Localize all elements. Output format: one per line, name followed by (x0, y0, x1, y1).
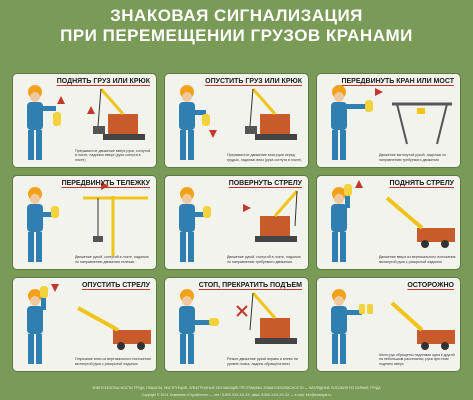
panel-caption: ПОДНЯТЬ СТРЕЛУ (389, 180, 454, 187)
panel-rotate-boom: ПОВЕРНУТЬ СТРЕЛУ Движение рукой, согнуто… (164, 175, 309, 270)
up-arrow-icon (57, 96, 65, 104)
panel-description: Прерывистое движение вверх руки, согнуто… (75, 148, 151, 162)
move-trolley-illustration (27, 182, 148, 262)
worker-figure (331, 184, 352, 262)
signal-grid: ПОДНЯТЬ ГРУЗ ИЛИ КРЮК Прерывистое движен… (12, 73, 462, 373)
panel-caption: ПЕРЕДВИНУТЬ КРАН ИЛИ МОСТ (341, 78, 454, 85)
panel-caption: ОСТОРОЖНО (407, 282, 454, 289)
crane-illustration (255, 190, 299, 242)
crane-illustration (93, 88, 145, 140)
panel-caption: СТОП, ПРЕКРАТИТЬ ПОДЪЕМ (198, 282, 302, 289)
panel-move-trolley: ПЕРЕДВИНУТЬ ТЕЛЕЖКУ Движение рукой, согн… (12, 175, 157, 270)
rotate-boom-illustration (179, 187, 299, 262)
panel-description: Опускание вниз из вертикального положени… (75, 357, 151, 366)
worker-figure (27, 286, 48, 364)
panel-move-crane: ПЕРЕДВИНУТЬ КРАН ИЛИ МОСТ Движение вытян… (316, 73, 461, 168)
worker-figure (179, 289, 219, 364)
right-arrow-icon (101, 182, 109, 190)
right-arrow-icon (243, 204, 251, 212)
raise-load-illustration (27, 85, 145, 160)
title-line-2: ПРИ ПЕРЕМЕЩЕНИИ ГРУЗОВ КРАНАМИ (60, 26, 413, 45)
panel-caption: ОПУСТИТЬ ГРУЗ ИЛИ КРЮК (205, 78, 302, 85)
raise-boom-illustration (331, 180, 455, 262)
panel-caption: ПОДНЯТЬ ГРУЗ ИЛИ КРЮК (56, 78, 150, 85)
stop-cross-icon (236, 305, 248, 317)
worker-figure (331, 85, 373, 160)
worker-figure (27, 187, 59, 262)
worker-figure (179, 187, 211, 262)
crane-illustration (245, 88, 297, 140)
move-crane-illustration (331, 85, 452, 160)
panel-caption: ПЕРЕДВИНУТЬ ТЕЛЕЖКУ (61, 180, 150, 187)
truck-crane-illustration (77, 306, 151, 350)
lower-boom-illustration (27, 284, 151, 364)
footer-line-2: Copyright © 2014. Компания «Стройтехно» … (141, 392, 332, 397)
worker-figure (27, 85, 61, 160)
lower-load-illustration (179, 85, 297, 160)
tower-crane-illustration (83, 196, 148, 256)
panel-caption: ОПУСТИТЬ СТРЕЛУ (81, 282, 150, 289)
title-line-1: ЗНАКОВАЯ СИГНАЛИЗАЦИЯ (110, 6, 363, 25)
down-arrow-icon (209, 130, 217, 138)
caution-illustration (331, 289, 455, 364)
panel-description: Движение вверх из вертикального положени… (379, 255, 456, 264)
crane-illustration (249, 292, 297, 344)
panel-description: Кисти рук обращены ладонями одна к друго… (379, 352, 455, 366)
up-arrow-icon (355, 180, 363, 188)
gantry-crane-illustration (392, 102, 452, 145)
panel-description: Резкое движение рукой вправо и влево на … (227, 357, 298, 366)
stop-illustration (179, 289, 297, 364)
panel-raise-load: ПОДНЯТЬ ГРУЗ ИЛИ КРЮК Прерывистое движен… (12, 73, 157, 168)
panel-raise-boom: ПОДНЯТЬ СТРЕЛУ Движение вверх из вертика… (316, 175, 461, 270)
panel-description: Прерывистое движение вниз руки перед гру… (227, 153, 302, 162)
panel-lower-load: ОПУСТИТЬ ГРУЗ ИЛИ КРЮК Прерывистое движе… (164, 73, 309, 168)
panel-stop: СТОП, ПРЕКРАТИТЬ ПОДЪЕМ Резкое движение … (164, 277, 309, 372)
worker-figure (179, 85, 210, 160)
footer-line-1: КНИГИ БЕЗОПАСНОСТИ ТРУДА, ПЛАКАТЫ, ИНСТР… (92, 385, 381, 390)
poster-title: ЗНАКОВАЯ СИГНАЛИЗАЦИЯ ПРИ ПЕРЕМЕЩЕНИИ ГР… (0, 6, 473, 46)
panel-caution: ОСТОРОЖНО Кисти рук обращены ладонями од… (316, 277, 461, 372)
panel-description: Движение рукой, согнутой в локте, ладонь… (227, 255, 301, 264)
panel-lower-boom: ОПУСТИТЬ СТРЕЛУ Опускание вниз из вертик… (12, 277, 157, 372)
right-arrow-icon (375, 88, 383, 96)
truck-crane-illustration (385, 196, 455, 248)
panel-caption: ПОВЕРНУТЬ СТРЕЛУ (228, 180, 302, 187)
truck-crane-illustration (390, 301, 455, 350)
panel-description: Движение рукой, согнутой в локте, ладонь… (75, 255, 149, 264)
panel-description: Движение вытянутой рукой, ладонью по нап… (379, 153, 447, 162)
up-arrow-icon (87, 106, 95, 114)
down-arrow-icon (51, 284, 59, 292)
worker-figure (331, 289, 373, 364)
